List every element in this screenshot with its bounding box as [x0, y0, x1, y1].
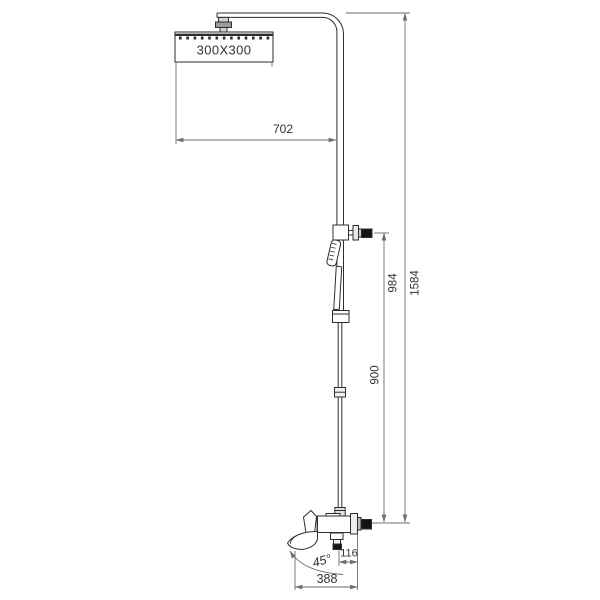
diverter-outlet	[330, 532, 344, 550]
shower-head-connector	[215, 16, 232, 33]
bracket-knob	[361, 228, 373, 238]
dim-45-arc	[289, 550, 344, 575]
label-total-height: 1584	[409, 270, 422, 296]
hand-shower	[326, 239, 350, 323]
label-spout-reach: 388	[316, 571, 338, 586]
label-hand-shower-height: 984	[387, 273, 400, 293]
slide-rail-end	[332, 310, 350, 323]
mixer-valve	[302, 507, 372, 535]
label-arm-reach: 702	[272, 122, 294, 136]
lower-riser-pipe	[334, 322, 346, 508]
hand-shower-bracket	[332, 224, 373, 241]
valve-handle	[302, 509, 318, 535]
tub-spout	[286, 530, 319, 550]
valve-knob	[360, 519, 372, 530]
label-head-size: 300X300	[196, 42, 252, 58]
shower-head-nozzles	[179, 36, 270, 40]
valve-right-flange	[350, 513, 362, 535]
label-riser-height: 900	[369, 365, 382, 385]
label-spout-offset: 116	[340, 547, 358, 560]
shower-arm-and-riser-pipe	[216, 12, 344, 316]
rain-shower-head	[174, 31, 274, 63]
dimension-lines	[175, 12, 410, 590]
